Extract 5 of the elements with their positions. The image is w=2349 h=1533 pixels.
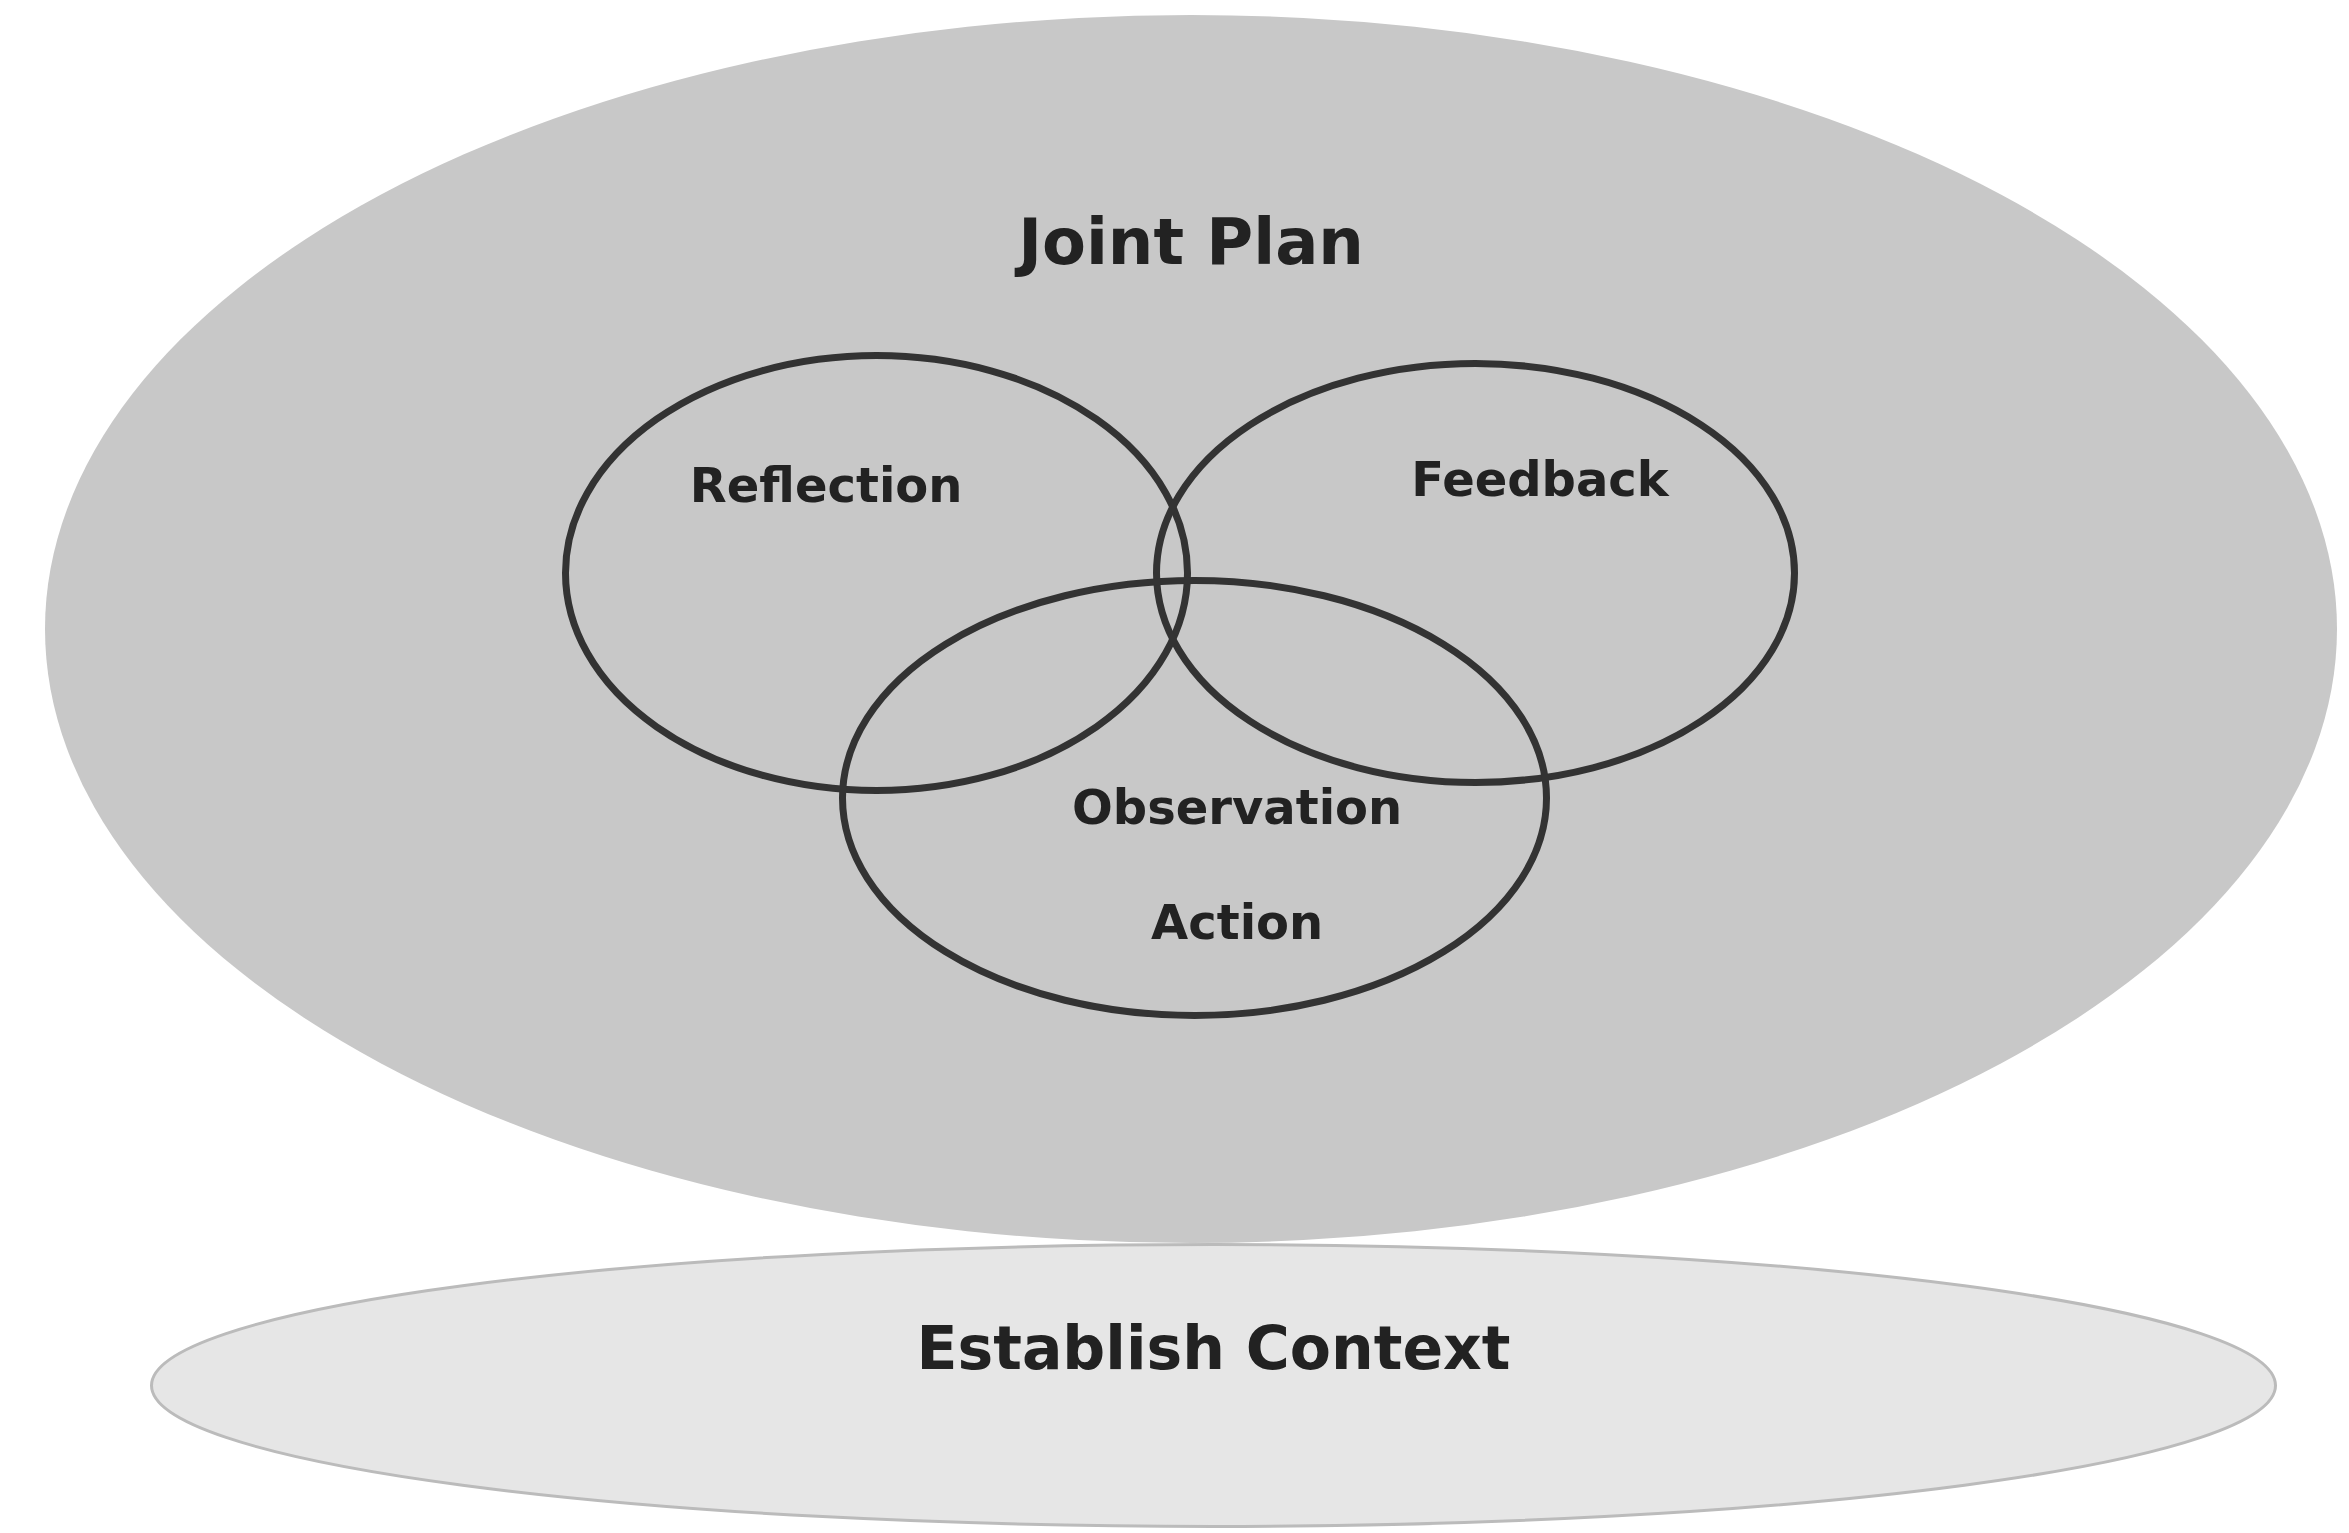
region-label: Establish Context [916, 1313, 1511, 1384]
region-label: Observation [1072, 778, 1403, 835]
region-label: Action [1151, 893, 1324, 950]
region-label: Feedback [1411, 451, 1669, 508]
region-label: Reflection [689, 456, 963, 513]
